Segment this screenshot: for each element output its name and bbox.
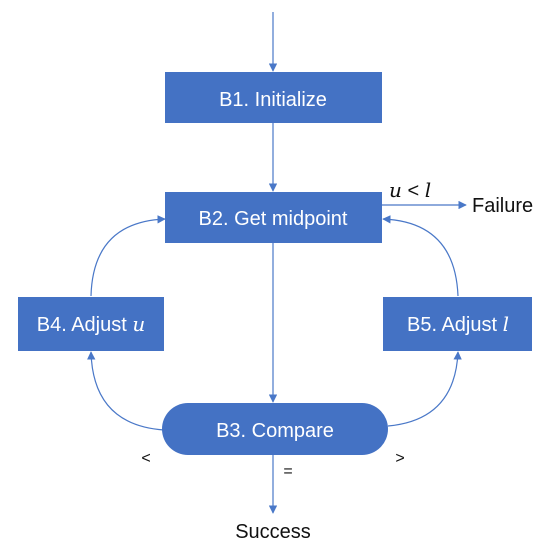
condition-label: u < l (389, 178, 431, 202)
node-b4-label-var: u (132, 312, 145, 336)
node-b3: B3. Compare (162, 403, 388, 455)
node-b5-label: B5. Adjust l (407, 312, 509, 336)
condition-right: l (425, 178, 431, 202)
node-b2: B2. Get midpoint (165, 192, 382, 243)
node-b1-label: B1. Initialize (219, 89, 327, 111)
node-b4: B4. Adjust u (18, 297, 164, 351)
node-b1-box (165, 72, 382, 123)
condition-left: u (389, 178, 402, 202)
greater-label: > (395, 450, 404, 467)
condition-op: < (402, 180, 425, 202)
node-b1: B1. Initialize (165, 72, 382, 123)
edge-b3-to-b4 (87, 351, 165, 431)
node-b3-box (162, 403, 388, 455)
node-b5-label-prefix: B5. Adjust (407, 314, 503, 336)
edge-b4-to-b2 (90, 215, 166, 297)
node-b2-box (165, 192, 382, 243)
failure-label: Failure (472, 195, 533, 217)
edge-b3-to-b5 (387, 351, 462, 427)
less-label: < (141, 450, 150, 467)
node-b4-box (18, 297, 164, 351)
node-b2-label: B2. Get midpoint (199, 208, 348, 230)
node-b4-label: B4. Adjust u (37, 312, 146, 336)
node-b5-label-var: l (503, 312, 509, 336)
equal-label: = (283, 463, 292, 480)
node-b5: B5. Adjust l (383, 297, 532, 351)
node-b4-label-prefix: B4. Adjust (37, 314, 133, 336)
edge-b5-to-b2 (382, 215, 459, 297)
node-b5-box (383, 297, 532, 351)
node-b3-label: B3. Compare (216, 420, 334, 442)
success-label: Success (235, 521, 311, 543)
